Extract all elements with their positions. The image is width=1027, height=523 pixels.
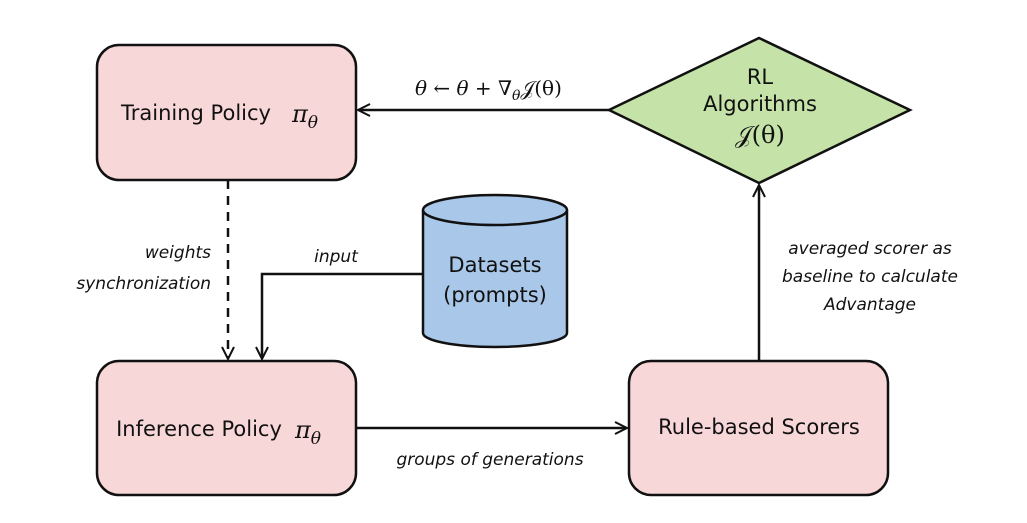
training-policy-node: Training Policy πθ [95,43,358,182]
input-edge: input [262,247,423,358]
update-rule-subscript: θ [512,88,521,104]
scorers-label: Rule-based Scorers [658,415,860,439]
update-rule-left: θ ← θ + ∇ [415,76,512,100]
datasets-cylinder-body [421,210,569,349]
inference-policy-pi: π [294,416,312,444]
inference-policy-label: Inference Policy [116,417,282,441]
inference-policy-symbol: πθ [294,416,321,449]
generations-edge: groups of generations [356,428,626,470]
training-policy-pi: π [291,100,309,128]
training-policy-subscript: θ [308,113,318,133]
datasets-node: Datasets (prompts) [421,193,569,349]
rl-algorithms-node: RL Algorithms 𝒥(θ) [606,36,913,185]
inference-policy-node: Inference Policy πθ [95,359,358,497]
advantage-label-line3: Advantage [823,295,916,315]
inference-policy-subscript: θ [311,429,321,449]
scorers-node: Rule-based Scorers [627,359,890,497]
sync-label-line1: weights [145,243,211,263]
generations-label: groups of generations [396,450,583,470]
training-policy-symbol: πθ [291,100,318,133]
training-policy-label: Training Policy [120,101,271,125]
update-rule-label: θ ← θ + ∇θ𝒥(θ) [415,76,562,104]
sync-edge: weights synchronization [76,180,228,358]
datasets-cylinder-top [421,193,569,227]
rl-algorithms-diamond [606,36,913,185]
input-arrow [262,272,423,358]
update-edge: θ ← θ + ∇θ𝒥(θ) [359,76,609,110]
advantage-label-line1: averaged scorer as [788,239,952,259]
rl-algorithms-line2: Algorithms [703,92,817,116]
rl-algorithms-line1: RL [747,65,774,89]
advantage-edge: averaged scorer as baseline to calculate… [759,186,958,361]
advantage-label-line2: baseline to calculate [782,267,958,287]
datasets-line1: Datasets [448,253,541,277]
datasets-line2: (prompts) [443,283,547,307]
input-label: input [314,247,359,267]
update-rule-right: 𝒥(θ) [520,76,561,100]
rl-algorithms-objective: 𝒥(θ) [735,121,785,149]
training-policy-box [95,43,358,182]
sync-label-line2: synchronization [76,274,211,294]
